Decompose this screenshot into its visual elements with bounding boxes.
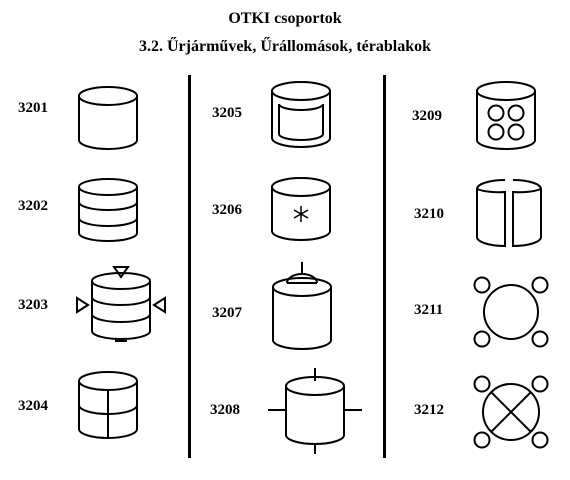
symbol-code-3207: 3207 xyxy=(212,305,242,321)
cylinder-with-four-circles-icon xyxy=(476,81,536,150)
cylinder-with-cross-axes-icon xyxy=(268,368,362,454)
symbol-code-3203: 3203 xyxy=(18,297,48,313)
cylinder-divided-into-quarters-icon xyxy=(78,371,138,439)
plain-cylinder-icon xyxy=(78,86,138,150)
symbol-code-3206: 3206 xyxy=(212,202,242,218)
cylinder-with-three-bands-icon xyxy=(78,178,138,242)
column-divider-left xyxy=(188,75,191,458)
cylinder-with-asterisk-icon xyxy=(271,177,331,241)
symbol-code-3209: 3209 xyxy=(412,108,442,124)
symbol-code-3202: 3202 xyxy=(18,198,48,214)
page-title: OTKI csoportok xyxy=(228,10,342,27)
page-subtitle: 3.2. Űrjárművek, Űrállomások, térablakok xyxy=(139,38,431,55)
cylinder-with-bands-and-triangles-icon xyxy=(76,266,166,342)
circle-with-four-satellites-icon xyxy=(473,276,549,348)
symbol-code-3210: 3210 xyxy=(414,206,444,222)
symbol-code-3212: 3212 xyxy=(414,402,444,418)
cylinder-with-inner-frame-icon xyxy=(271,81,331,148)
split-cylinder-icon xyxy=(476,179,542,248)
cylinder-with-dome-and-antenna-icon xyxy=(272,262,332,350)
symbol-code-3205: 3205 xyxy=(212,105,242,121)
crossed-circle-with-four-satellites-icon xyxy=(473,375,549,449)
column-divider-right xyxy=(383,75,386,458)
symbol-code-3208: 3208 xyxy=(210,402,240,418)
symbol-code-3211: 3211 xyxy=(414,302,444,318)
symbol-code-3204: 3204 xyxy=(18,398,48,414)
symbol-code-3201: 3201 xyxy=(18,100,48,116)
